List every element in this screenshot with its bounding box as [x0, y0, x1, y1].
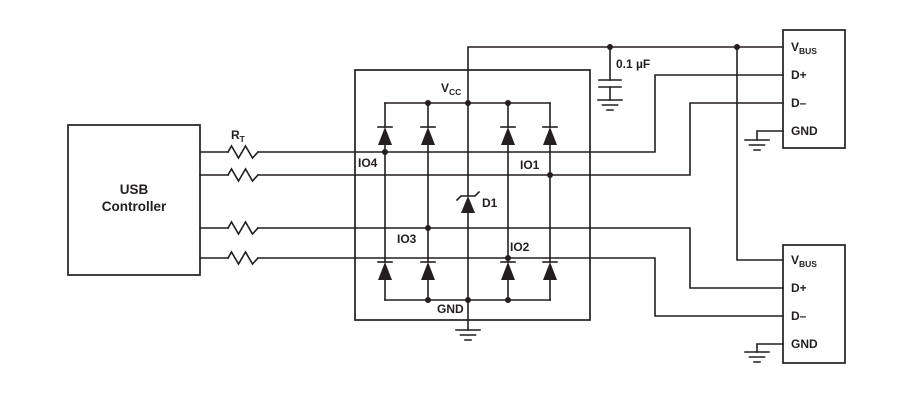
- diode-triangle: [461, 196, 475, 213]
- usb-top-dminus-label: D–: [791, 96, 807, 110]
- junction-dot: [505, 100, 511, 106]
- junction-dot: [382, 149, 388, 155]
- wire-io3-to-bottom-dplus: [199, 227, 784, 289]
- junction-dot: [505, 255, 511, 261]
- usb-bottom-gnd-label: GND: [791, 337, 818, 351]
- junction-dot: [465, 100, 471, 106]
- diode-triangle: [501, 127, 515, 145]
- capacitor-ground-symbol: [597, 99, 623, 111]
- usb-bottom-gnd-wire: [756, 343, 784, 353]
- ic-gnd-label: GND: [437, 302, 464, 316]
- diode-triangle: [378, 127, 392, 145]
- diode-triangle: [543, 262, 557, 280]
- esd-diode-io4-bottom: [377, 261, 393, 280]
- capacitor-value-label: 0.1 µF: [616, 57, 650, 71]
- ground-bars: [744, 351, 770, 363]
- usb-bottom-vbus-label: VBUS: [791, 253, 817, 269]
- esd-diode-io4-top: [377, 126, 393, 145]
- esd-diode-io1-bottom: [542, 261, 558, 280]
- usb-controller-box: [67, 124, 201, 276]
- usb-connector-top-box: [782, 29, 846, 149]
- esd-diode-io3-bottom: [420, 261, 436, 280]
- series-resistor-4: [226, 250, 260, 266]
- diode-triangle: [501, 262, 515, 280]
- usb-bottom-dplus-label: D+: [791, 281, 807, 295]
- junction-dot: [505, 297, 511, 303]
- diode-triangle: [421, 262, 435, 280]
- io3-label: IO3: [397, 232, 417, 246]
- usb-controller-label-line1: USB: [120, 182, 149, 197]
- vbus-branch-to-bottom-connector: [736, 46, 784, 261]
- series-resistor-3: [226, 220, 260, 236]
- usb-top-dplus-label: D+: [791, 68, 807, 82]
- wire-io4-to-top-dplus: [199, 74, 784, 153]
- junction-dot: [465, 297, 471, 303]
- ground-bars: [744, 139, 770, 151]
- wire-io1-to-top-dminus: [199, 102, 784, 176]
- junction-dots: [382, 44, 740, 303]
- io1-label: IO1: [520, 158, 540, 172]
- diode-triangle: [378, 262, 392, 280]
- ic-ground-symbol: [455, 329, 481, 341]
- usb-controller-label-line2: Controller: [102, 199, 167, 214]
- esd-ic-box: [354, 69, 591, 321]
- junction-dot: [547, 172, 553, 178]
- junction-dot: [607, 44, 613, 50]
- ground-bars: [455, 329, 481, 341]
- io2-label: IO2: [510, 240, 530, 254]
- usb-top-vbus-label: VBUS: [791, 40, 817, 56]
- capacitor-plates: [598, 79, 622, 88]
- diode-triangle: [543, 127, 557, 145]
- diode-triangle: [421, 127, 435, 145]
- usb-top-ground-symbol: [744, 139, 770, 151]
- junction-dot: [425, 225, 431, 231]
- vcc-label: VCC: [441, 81, 461, 97]
- usb-connector-bottom-box: [782, 244, 846, 364]
- junction-dot: [734, 44, 740, 50]
- usb-top-gnd-label: GND: [791, 124, 818, 138]
- esd-diode-io1-top: [542, 126, 558, 145]
- junction-dot: [425, 100, 431, 106]
- bypass-capacitor: [598, 46, 622, 101]
- io4-label: IO4: [358, 156, 378, 170]
- usb-top-gnd-wire: [756, 130, 784, 141]
- rt-label: RT: [231, 128, 246, 144]
- usb-bottom-ground-symbol: [744, 351, 770, 363]
- vcc-vbus-rail: [467, 46, 784, 104]
- wire-io2-to-bottom-dminus: [199, 257, 784, 317]
- zener-diode-d1: [455, 190, 481, 213]
- ground-bars: [597, 99, 623, 111]
- esd-diode-io3-top: [420, 126, 436, 145]
- esd-diode-io2-bottom: [500, 261, 516, 280]
- d1-label: D1: [482, 196, 498, 210]
- junction-dot: [425, 297, 431, 303]
- usb-bottom-dminus-label: D–: [791, 309, 807, 323]
- series-resistor-2: [226, 167, 260, 183]
- esd-diode-io2-top: [500, 126, 516, 145]
- series-resistor-1: [226, 144, 260, 160]
